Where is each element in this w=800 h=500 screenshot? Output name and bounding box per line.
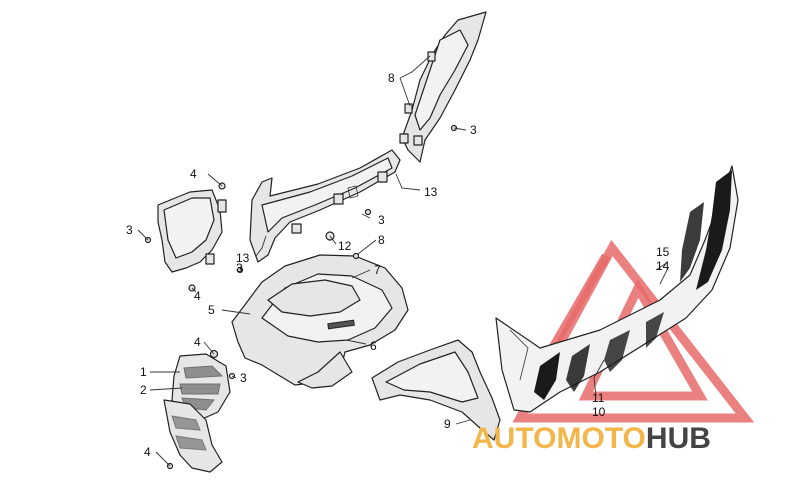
watermark-word-hub: HUB (646, 422, 711, 455)
svg-text:AUTOMOTOHUB: AUTOMOTOHUB (472, 422, 711, 455)
callout-4-lower-left: 4 (194, 289, 201, 303)
part-left-side-cover (157, 189, 227, 273)
callout-8-middle: 8 (378, 233, 385, 247)
callout-12: 12 (338, 239, 352, 253)
callout-13-right: 13 (424, 185, 438, 199)
callout-3-lower-left: 3 (236, 261, 243, 275)
leader-lines (137, 55, 669, 467)
callout-1: 1 (140, 365, 147, 379)
callout-14: 14 (656, 259, 670, 273)
callout-8-upper: 8 (388, 71, 395, 85)
callout-7: 7 (374, 263, 381, 277)
callout-10: 10 (592, 405, 606, 419)
part-lower-side-fairing (371, 339, 501, 441)
callout-11: 11 (592, 391, 605, 405)
callout-5: 5 (208, 303, 215, 317)
part-side-decal (495, 165, 739, 413)
callout-3-left: 3 (126, 223, 133, 237)
callout-2: 2 (140, 383, 147, 397)
watermark-word-moto: MOTO (556, 422, 645, 455)
callout-6: 6 (370, 339, 377, 353)
callout-3-middle: 3 (378, 213, 385, 227)
watermark-wordmark: AUTOMOTOHUB (472, 422, 711, 455)
callout-3-front: 3 (240, 371, 247, 385)
callout-13-lower: 13 (236, 251, 250, 265)
callout-9: 9 (444, 417, 451, 431)
callout-4-bottom: 4 (144, 445, 151, 459)
callout-labels: 8 3 4 13 3 3 12 8 7 3 13 4 5 15 14 6 4 1… (126, 71, 670, 459)
watermark-word-auto: AUTO (472, 422, 556, 455)
part-side-rail (249, 149, 401, 263)
part-upper-side-panel (399, 11, 487, 163)
part-main-hood (231, 254, 409, 389)
callout-4-left: 4 (190, 167, 197, 181)
watermark-triangle-left (544, 253, 610, 359)
callout-3-upper-right: 3 (470, 123, 477, 137)
callout-15: 15 (656, 245, 670, 259)
part-lower-front-panel (163, 399, 223, 473)
callout-4-front: 4 (194, 335, 201, 349)
